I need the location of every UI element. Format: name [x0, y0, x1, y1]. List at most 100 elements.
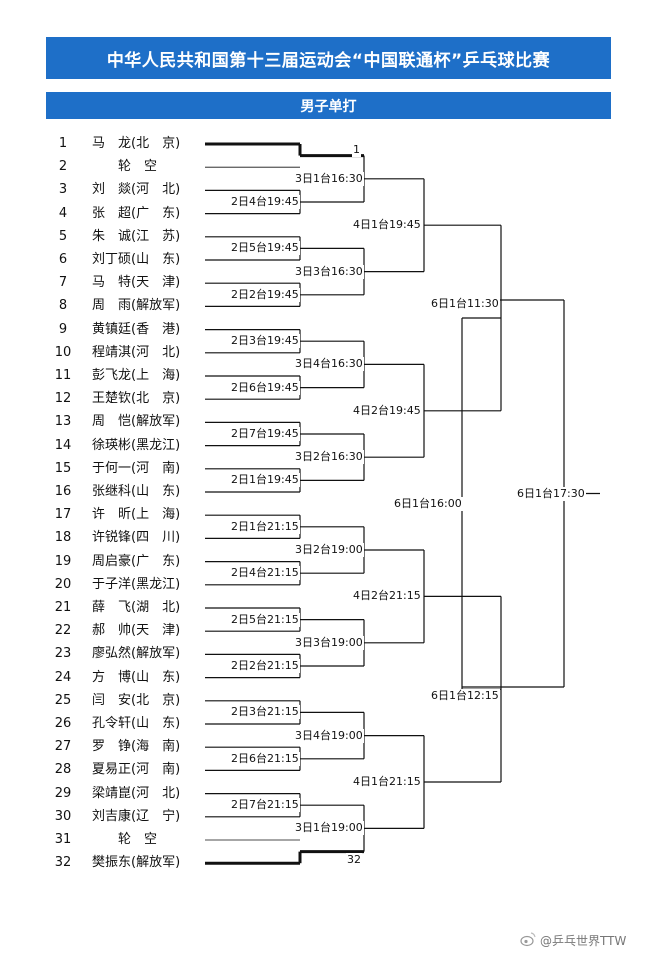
- player-row: 20 于子洋(黑龙江): [0, 574, 230, 596]
- player-name: 闫 安(北 京): [92, 692, 181, 708]
- player-name: 方 博(山 东): [92, 669, 181, 685]
- round2-schedule: 3日3台19:00: [294, 635, 364, 650]
- player-row: 27 罗 铮(海 南): [0, 736, 230, 758]
- player-seed: 30: [54, 808, 72, 824]
- round1-schedule: 2日7台19:45: [230, 427, 300, 441]
- player-row: 2 轮 空: [0, 156, 230, 178]
- player-seed: 27: [54, 739, 72, 755]
- player-name: 王楚钦(北 京): [92, 391, 181, 407]
- player-row: 14 徐瑛彬(黑龙江): [0, 435, 230, 457]
- player-row: 19 周启豪(广 东): [0, 551, 230, 573]
- player-seed: 5: [58, 228, 68, 244]
- player-name: 周 恺(解放军): [92, 414, 181, 430]
- player-seed: 22: [54, 623, 72, 639]
- round2-schedule: 3日4台19:00: [294, 728, 364, 743]
- player-seed: 2: [58, 159, 68, 175]
- player-seed: 21: [54, 600, 72, 615]
- player-name: 樊振东(解放军): [92, 855, 181, 871]
- player-name: 黄镇廷(香 港): [92, 321, 181, 337]
- round1-schedule: 2日1台21:15: [230, 519, 300, 534]
- player-row: 12 王楚钦(北 京): [0, 388, 230, 410]
- player-seed: 25: [54, 692, 72, 708]
- event-title: 中华人民共和国第十三届运动会“中国联通杯”乒乓球比赛: [46, 37, 611, 79]
- final-schedule: 6日1台17:30: [516, 486, 586, 501]
- player-name: 徐瑛彬(黑龙江): [92, 437, 181, 453]
- category-title: 男子单打: [46, 92, 611, 119]
- weibo-watermark: @乒乓世界TTW: [540, 934, 627, 948]
- player-row: 6 刘丁硕(山 东): [0, 249, 230, 271]
- round1-schedule: 2日2台19:45: [230, 287, 300, 302]
- round3-schedule: 4日2台21:15: [352, 589, 422, 604]
- player-seed: 12: [54, 391, 72, 407]
- player-seed: 18: [54, 530, 72, 546]
- player-row: 3 刘 燚(河 北): [0, 179, 230, 201]
- player-seed: 4: [58, 205, 68, 221]
- player-name: 刘丁硕(山 东): [92, 252, 181, 267]
- round1-schedule: 2日3台19:45: [230, 334, 300, 349]
- round2-schedule: 3日1台19:00: [294, 821, 364, 836]
- player-name: 罗 铮(海 南): [92, 739, 181, 755]
- round1-schedule: 2日5台21:15: [230, 612, 300, 627]
- player-seed: 14: [54, 437, 72, 453]
- round3-schedule: 4日1台21:15: [352, 775, 422, 789]
- player-seed: 17: [54, 507, 72, 523]
- player-seed: 16: [54, 484, 72, 499]
- player-row: 30 刘吉康(辽 宁): [0, 806, 230, 828]
- player-name: 梁靖崑(河 北): [92, 785, 181, 801]
- player-name: 许锐锋(四 川): [92, 530, 181, 546]
- player-seed: 3: [58, 182, 68, 198]
- player-seed: 15: [54, 460, 72, 476]
- player-name: 马 特(天 津): [92, 275, 181, 291]
- player-name: 轮 空: [92, 159, 158, 175]
- quarterfinal-schedule: 6日1台12:15: [430, 689, 500, 703]
- player-row: 17 许 昕(上 海): [0, 504, 230, 526]
- player-name: 刘 燚(河 北): [92, 182, 181, 198]
- round1-schedule: 2日6台21:15: [230, 751, 300, 766]
- player-name: 薛 飞(湖 北): [92, 600, 181, 615]
- player-name: 孔令轩(山 东): [92, 716, 181, 731]
- round1-schedule: 2日1台19:45: [230, 473, 300, 488]
- player-row: 29 梁靖崑(河 北): [0, 783, 230, 805]
- round1-schedule: 2日6台19:45: [230, 380, 300, 395]
- player-row: 25 闫 安(北 京): [0, 690, 230, 712]
- player-seed: 28: [54, 762, 72, 778]
- player-name: 程靖淇(河 北): [92, 344, 181, 360]
- player-row: 15 于何一(河 南): [0, 458, 230, 480]
- player-name: 周启豪(广 东): [92, 553, 181, 569]
- player-seed: 7: [58, 275, 68, 291]
- player-name: 许 昕(上 海): [92, 507, 181, 523]
- player-name: 周 雨(解放军): [92, 298, 181, 314]
- round1-schedule: 2日7台21:15: [230, 798, 300, 813]
- player-seed: 6: [58, 252, 68, 267]
- round1-schedule: 2日5台19:45: [230, 241, 300, 256]
- player-name: 马 龙(北 京): [92, 136, 181, 151]
- player-seed: 20: [54, 576, 72, 592]
- semifinal-schedule: 6日1台16:00: [393, 496, 463, 511]
- weibo-icon: [520, 932, 536, 947]
- player-seed: 24: [54, 669, 72, 685]
- player-name: 于子洋(黑龙江): [92, 576, 181, 592]
- round2-schedule: 3日1台16:30: [294, 171, 364, 186]
- player-name: 刘吉康(辽 宁): [92, 808, 181, 824]
- player-seed: 31: [54, 832, 72, 847]
- player-name: 彭飞龙(上 海): [92, 368, 181, 383]
- player-name: 于何一(河 南): [92, 460, 181, 476]
- round3-schedule: 4日1台19:45: [352, 218, 422, 233]
- player-name: 朱 诚(江 苏): [92, 228, 181, 244]
- player-seed: 23: [54, 646, 72, 662]
- player-row: 16 张继科(山 东): [0, 481, 230, 503]
- player-seed: 29: [54, 785, 72, 801]
- player-name: 张继科(山 东): [92, 484, 181, 499]
- player-row: 7 马 特(天 津): [0, 272, 230, 294]
- player-seed: 19: [54, 553, 72, 569]
- player-row: 18 许锐锋(四 川): [0, 527, 230, 549]
- round2-schedule: 3日3台16:30: [294, 264, 364, 279]
